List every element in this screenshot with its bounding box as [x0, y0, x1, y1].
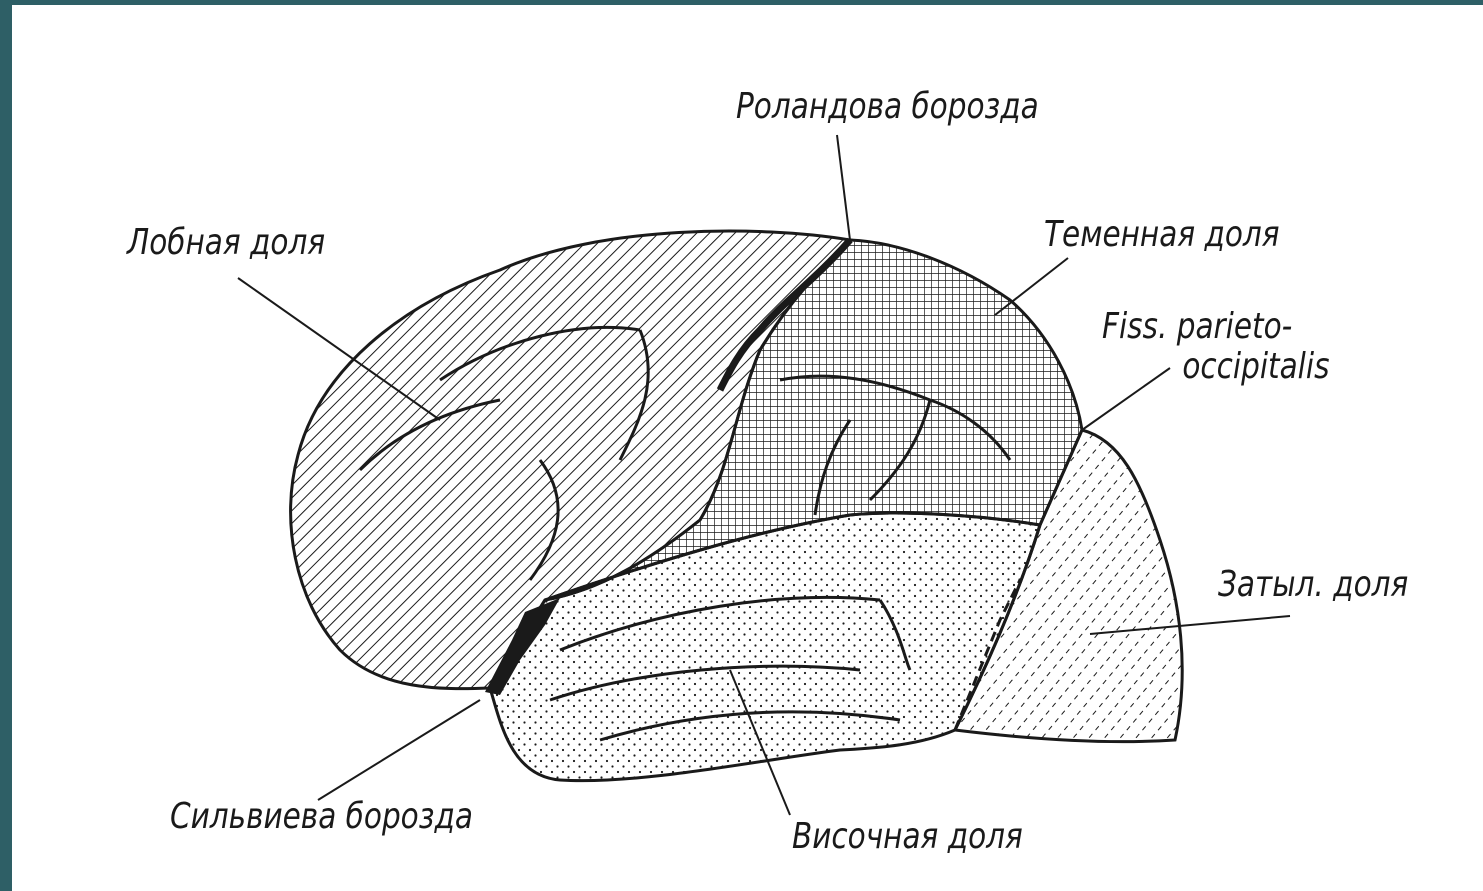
frontal-lobe-label: Лобная доля: [127, 223, 325, 263]
occipital-lobe-label: Затыл. доля: [1218, 565, 1408, 605]
sylvian-fissure-label: Сильвиева борозда: [170, 797, 473, 837]
fiss-line-1: Fiss. parieto-: [1102, 307, 1329, 347]
parieto-occipital-fissure-label: Fiss. parieto- occipitalis: [1102, 307, 1329, 386]
brain-diagram: [12, 5, 1483, 891]
rolandic-sulcus-label: Роландова борозда: [736, 87, 1039, 127]
temporal-lobe-label: Височная доля: [792, 817, 1023, 857]
fiss-line-2: occipitalis: [1102, 347, 1329, 387]
slide: Роландова борозда Лобная доля Теменная д…: [12, 5, 1483, 891]
parietal-lobe-label: Теменная доля: [1044, 215, 1280, 255]
